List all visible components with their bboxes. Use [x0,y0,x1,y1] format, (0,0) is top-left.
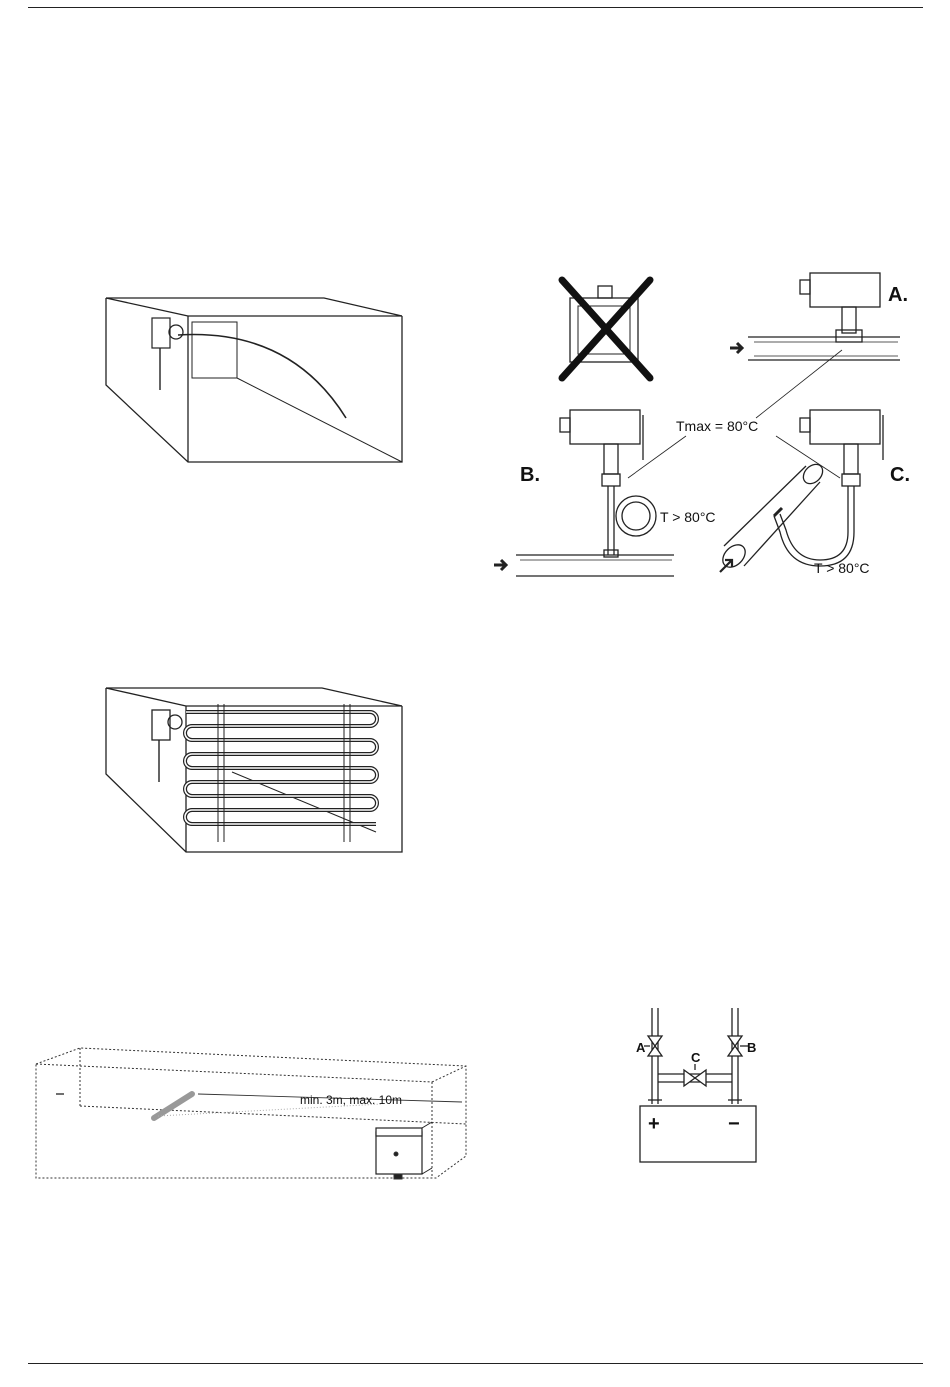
label-a: A. [888,284,908,306]
footer-rule [28,1363,923,1364]
tmax-label: Tmax = 80°C [676,418,758,434]
duct-capillary-figure [100,290,410,470]
label-c: C. [890,464,910,486]
wrong-mounting-box [562,280,650,378]
header-rule [28,7,923,8]
valve-label-a: A [636,1040,646,1055]
mounting-c [718,410,883,572]
plus-sign: + [648,1113,660,1135]
bend-temp-label: T > 80°C [814,560,870,576]
valve-manifold-figure: + − A B C [620,1004,790,1164]
duct-distance-figure: min. 3m, max. 10m [32,1044,472,1190]
mounting-b [494,410,674,576]
coil-temp-label: T > 80°C [660,509,716,525]
thermostat-body [152,318,170,348]
label-b: B. [520,464,540,486]
valve-label-c: C [691,1050,701,1065]
valve-label-b: B [747,1040,756,1055]
mounting-positions-figure: A. Tmax = 80°C B. T > 80°C [480,270,920,600]
duct-serpentine-figure [100,682,410,860]
distance-label: min. 3m, max. 10m [300,1093,402,1107]
mounting-a [730,273,900,360]
minus-sign: − [728,1113,740,1135]
